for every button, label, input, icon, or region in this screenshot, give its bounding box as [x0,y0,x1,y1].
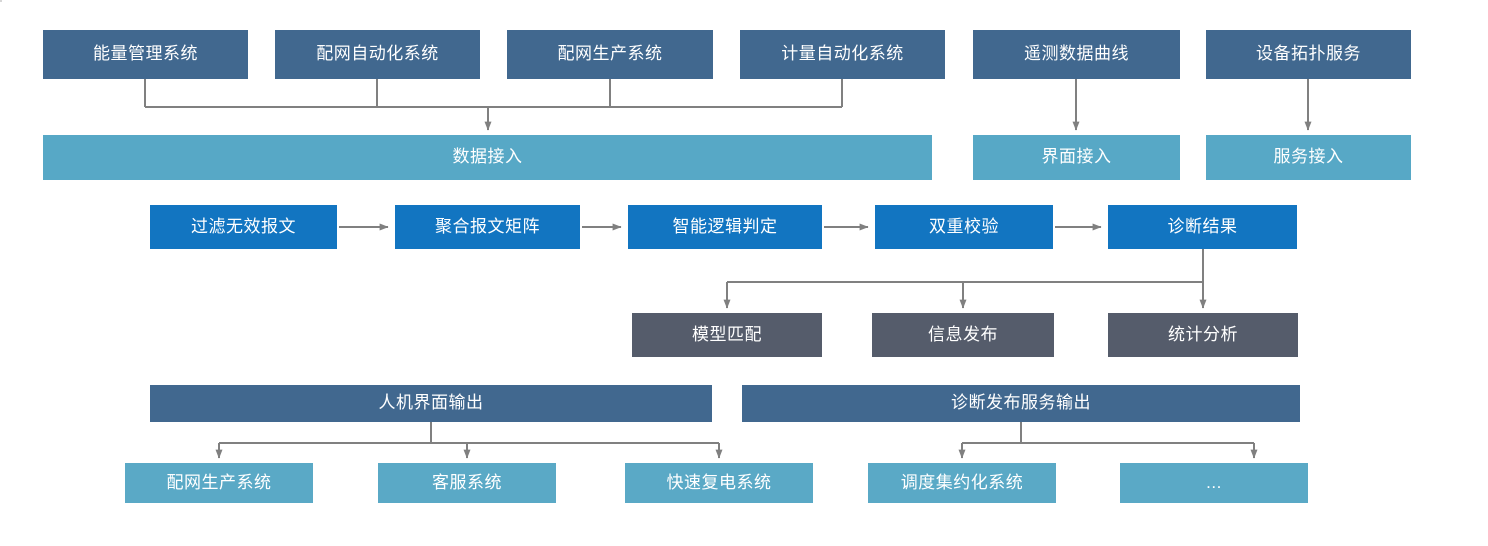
sink-box-customer[interactable]: 客服系统 [378,463,556,503]
process-box-aggregate[interactable]: 聚合报文矩阵 [395,205,580,249]
process-box-filter[interactable]: 过滤无效报文 [150,205,337,249]
process-box-logic[interactable]: 智能逻辑判定 [628,205,822,249]
access-bar-data[interactable]: 数据接入 [43,135,932,180]
connector-diagnosis-fanout [723,249,1207,309]
source-box-ems[interactable]: 能量管理系统 [43,30,248,79]
analysis-box-info-publish[interactable]: 信息发布 [872,313,1054,357]
output-bar-hmi[interactable]: 人机界面输出 [150,385,712,422]
connector-service-fanout [958,422,1258,459]
analysis-box-model-match[interactable]: 模型匹配 [632,313,822,357]
source-box-topology[interactable]: 设备拓扑服务 [1206,30,1411,79]
process-panel [0,0,2,2]
access-bar-ui[interactable]: 界面接入 [973,135,1180,180]
source-box-meter-auto[interactable]: 计量自动化系统 [740,30,945,79]
source-box-dms-auto[interactable]: 配网自动化系统 [275,30,480,79]
output-bar-service[interactable]: 诊断发布服务输出 [742,385,1300,422]
sink-box-more[interactable]: ... [1120,463,1308,503]
sink-box-restore[interactable]: 快速复电系统 [625,463,813,503]
connector-hmi-fanout [215,422,723,459]
process-box-dual-check[interactable]: 双重校验 [875,205,1053,249]
connector-sources-to-data-access [144,79,843,131]
sink-box-dispatch[interactable]: 调度集约化系统 [868,463,1056,503]
sink-box-dms-prod[interactable]: 配网生产系统 [125,463,313,503]
process-box-diagnosis[interactable]: 诊断结果 [1108,205,1297,249]
analysis-box-statistics[interactable]: 统计分析 [1108,313,1298,357]
source-box-telemetry[interactable]: 遥测数据曲线 [973,30,1180,79]
access-bar-service[interactable]: 服务接入 [1206,135,1411,180]
source-box-dms-prod[interactable]: 配网生产系统 [507,30,713,79]
